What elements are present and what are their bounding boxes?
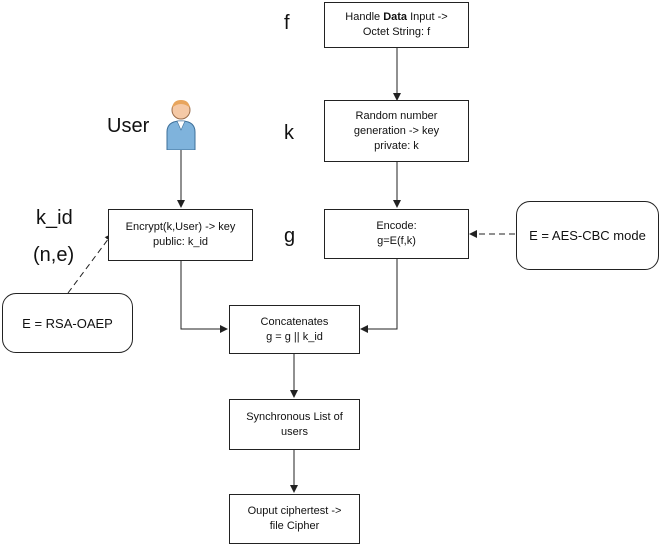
concatenates-line2: g = g || k_id <box>266 330 323 343</box>
output-line2: file Cipher <box>269 520 320 532</box>
rsa-oaep-box: E = RSA-OAEP <box>2 293 133 353</box>
encode-line2: g=E(f,k) <box>377 235 416 247</box>
random-number-line3: private: k <box>374 139 419 152</box>
label-k-id: k_id <box>36 207 73 229</box>
handle-data-line1: Handle Data Input -> <box>345 11 448 23</box>
encode-box: Encode: g=E(f,k) <box>324 209 469 259</box>
output-line1: Ouput ciphertest -> <box>247 505 342 517</box>
random-number-line2: generation -> key <box>353 124 440 137</box>
label-ne: (n,e) <box>33 244 75 266</box>
encrypt-box: Encrypt(k,User) -> key public: k_id <box>108 209 253 261</box>
label-g: g <box>284 225 296 247</box>
rsa-oaep-text: E = RSA-OAEP <box>22 315 113 331</box>
sync-list-line1: Synchronous List of <box>246 410 343 423</box>
label-user: User <box>107 115 150 137</box>
arrow-encrypt-to-concat <box>180 261 228 333</box>
synchronous-list-box: Synchronous List of users <box>229 399 360 450</box>
aes-cbc-mode-text: E = AES-CBC mode <box>529 228 646 243</box>
arrow-rsa-to-encrypt <box>67 233 113 294</box>
encrypt-line1: Encrypt(k,User) -> key <box>125 221 236 233</box>
sync-list-line2: users <box>281 425 308 438</box>
arrow-encode-to-concat <box>360 259 398 333</box>
handle-data-input-box: Handle Data Input -> Octet String: f <box>324 2 469 48</box>
concatenates-line1: Concatenates <box>260 315 329 328</box>
handle-data-line2: Octet String: f <box>362 26 431 38</box>
encode-line1: Encode: <box>376 220 417 232</box>
output-cipher-box: Ouput ciphertest -> file Cipher <box>229 494 360 544</box>
label-k: k <box>284 122 294 144</box>
encrypt-line2: public: k_id <box>152 236 209 248</box>
concatenates-box: Concatenates g = g || k_id <box>229 305 360 354</box>
aes-cbc-mode-box: E = AES-CBC mode <box>516 201 659 270</box>
random-number-box: Random number generation -> key private:… <box>324 100 469 162</box>
user-person-icon <box>166 100 196 150</box>
random-number-line1: Random number <box>355 109 438 122</box>
label-f: f <box>284 12 290 34</box>
